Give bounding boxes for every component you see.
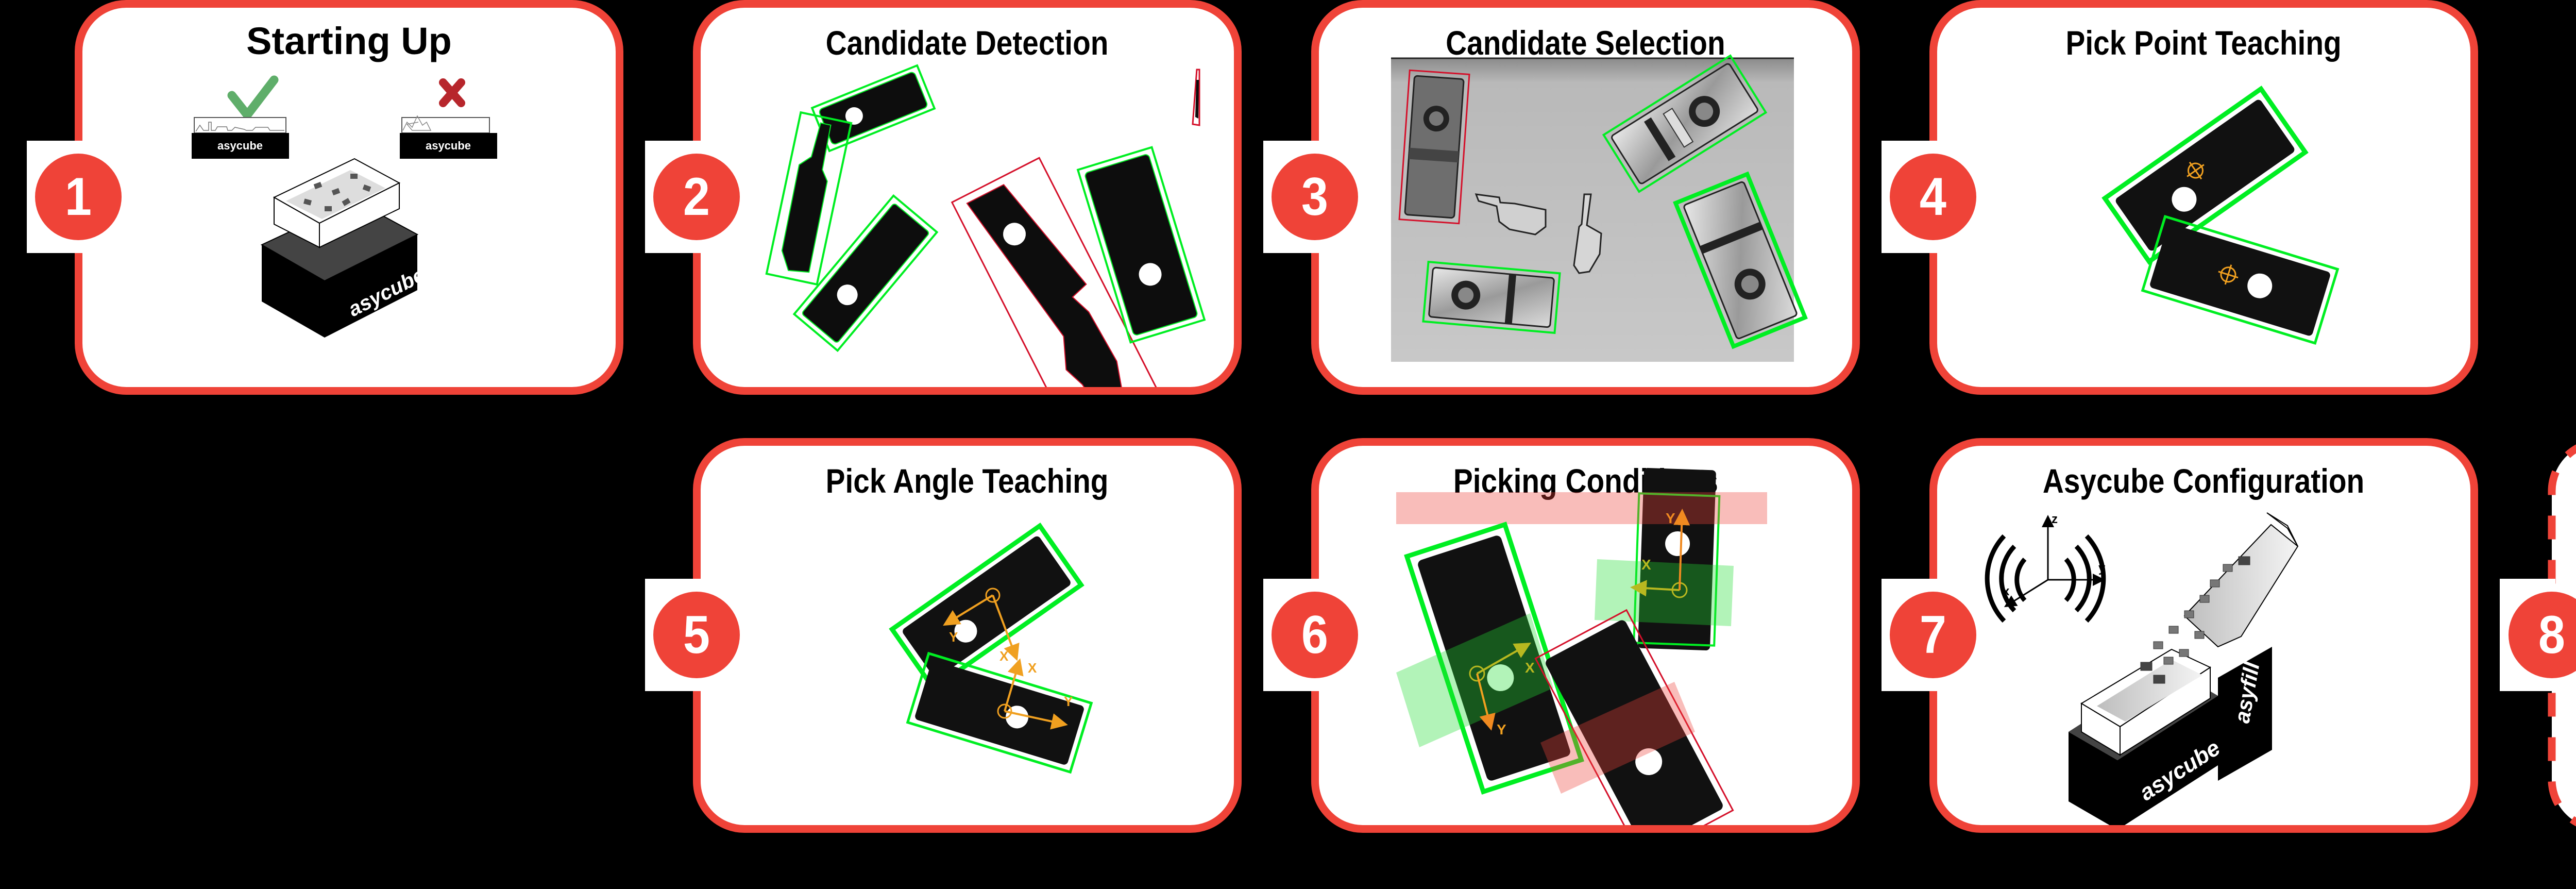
asyfill-hopper: asyfill [2183, 512, 2299, 781]
step-number-badge: 2 [653, 154, 740, 240]
svg-text:X: X [999, 648, 1009, 664]
svg-text:asycube: asycube [426, 139, 471, 152]
picking-conditions-illustration: X Y X Y [1396, 467, 1767, 825]
step-number-badge: 5 [653, 592, 740, 678]
step-panel-candidate-detection[interactable]: Candidate Detection [693, 0, 1242, 395]
svg-text:Y: Y [1497, 722, 1506, 737]
step-title: Pick Point Teaching [2065, 24, 2342, 62]
step-title: Candidate Selection [1446, 24, 1725, 62]
step-number-badge: 3 [1272, 154, 1358, 240]
step-panel-starting-up[interactable]: Starting Up asycube asycube [75, 0, 623, 395]
step-number-badge: 6 [1272, 592, 1358, 678]
step-title: Starting Up [246, 20, 452, 62]
asycube-feeder-iso: asycube [260, 158, 429, 338]
pick-angle-illustration: Y X X Y [889, 523, 1093, 774]
crosshair-icon [2218, 264, 2239, 285]
step-number-badge: 8 [2509, 592, 2576, 678]
gripper-zone-blocked [1540, 682, 1695, 794]
angle-axes [943, 588, 1068, 730]
vibration-axes-icon [1985, 515, 2106, 623]
crosshair-icon [2187, 161, 2205, 180]
check-icon [227, 75, 279, 120]
svg-text:z: z [2052, 512, 2058, 526]
svg-text:Y: Y [1666, 510, 1675, 526]
candidate-selection-illustration [1391, 54, 1808, 362]
step-title: Asycube Configuration [2043, 462, 2365, 500]
step-panel-pick-angle-teaching[interactable]: Pick Angle Teaching Y X X Y [693, 438, 1242, 833]
step-title: Pick Angle Teaching [826, 462, 1109, 500]
step-panel-pick-point-teaching[interactable]: Pick Point Teaching [1929, 0, 2478, 395]
step-title: Candidate Detection [826, 24, 1109, 62]
step-number-badge: 4 [1890, 154, 1976, 240]
asycube-feeder: asycube [2069, 648, 2225, 825]
step-number-badge: 1 [35, 154, 122, 240]
forbidden-zone [1396, 492, 1767, 524]
feeder-good: asycube [192, 117, 289, 159]
gripper-zone-ok [1595, 559, 1734, 626]
step-panel-asycube-configuration[interactable]: Asycube Configuration z y x [1929, 438, 2478, 833]
step-number-badge: 7 [1890, 592, 1976, 678]
svg-text:Y: Y [1064, 694, 1073, 709]
asycube-config-illustration: z y x asyfill asycube [1985, 512, 2299, 825]
svg-text:Y: Y [949, 629, 958, 645]
svg-text:y: y [2098, 561, 2106, 575]
svg-text:X: X [1028, 660, 1037, 676]
svg-text:x: x [2003, 584, 2010, 598]
step-panel-picking-conditions[interactable]: Picking Conditions [1311, 438, 1860, 833]
step-panel-candidate-selection[interactable]: Candidate Selection [1311, 0, 1860, 395]
camera-image [1391, 54, 1808, 362]
cross-icon [439, 78, 465, 107]
svg-text:X: X [1641, 557, 1651, 573]
candidate-detection-illustration [765, 64, 1206, 387]
svg-text:asycube: asycube [217, 139, 263, 152]
starting-up-illustration: asycube asycube [192, 75, 497, 338]
svg-text:X: X [1525, 660, 1535, 676]
feeder-bad: asycube [400, 115, 497, 159]
pick-point-illustration [2102, 86, 2340, 345]
